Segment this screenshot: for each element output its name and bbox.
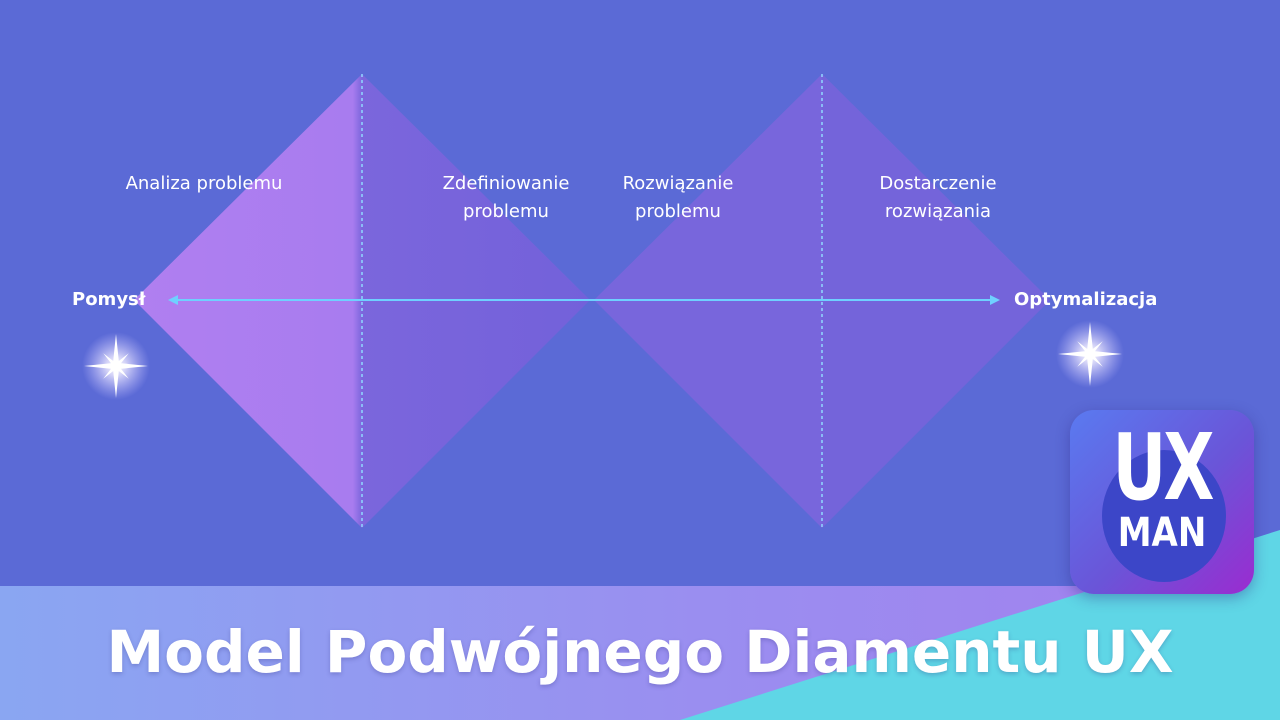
- sparkle-right-icon: [1056, 320, 1124, 388]
- phase-label-rozwiazanie: Rozwiązanie problemu: [622, 173, 734, 222]
- phase-label-zdefiniowanie: Zdefiniowanie problemu: [442, 173, 570, 222]
- uxman-logo: UX MAN: [1070, 410, 1254, 594]
- phase-label-analiza: Analiza problemu: [125, 173, 283, 194]
- start-label: Pomysł: [72, 289, 146, 310]
- logo-circle: [1102, 450, 1226, 582]
- timeline-start-arrowhead: [168, 295, 178, 305]
- page-title: Model Podwójnego Diamentu UX: [106, 618, 1174, 686]
- timeline-end-arrowhead: [990, 295, 1000, 305]
- sparkle-left-icon: [82, 332, 150, 400]
- phase-label-dostarczenie: Dostarczenie rozwiązania: [879, 173, 997, 222]
- logo-ux-text: UX: [1112, 414, 1214, 521]
- logo-man-text: MAN: [1117, 510, 1207, 556]
- end-label: Optymalizacja: [1014, 289, 1158, 310]
